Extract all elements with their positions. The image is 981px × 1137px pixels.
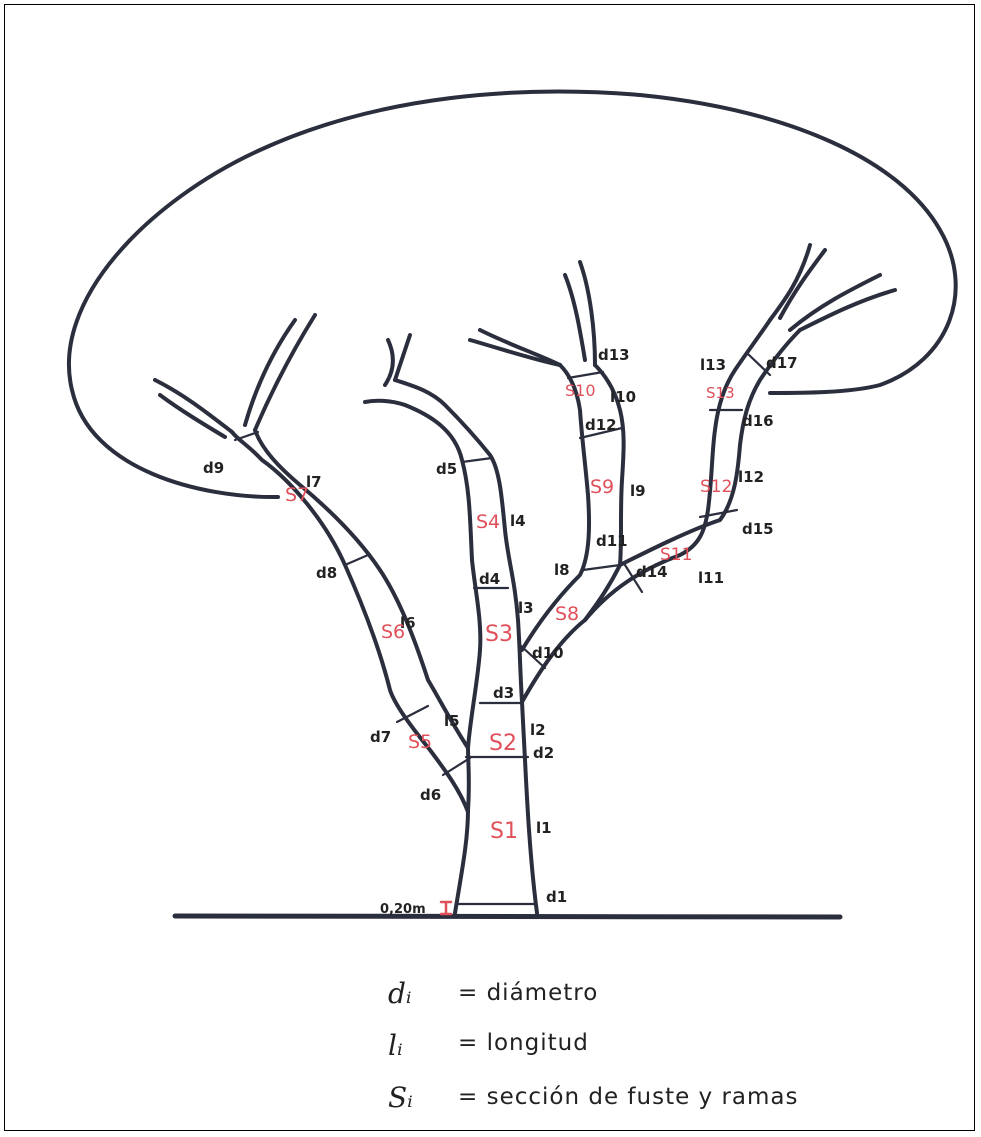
label-d7: d7 bbox=[370, 728, 391, 746]
label-l9: l9 bbox=[630, 482, 646, 500]
label-l3: l3 bbox=[518, 599, 534, 617]
label-l11: l11 bbox=[698, 569, 724, 587]
diameter-line-d5 bbox=[462, 458, 492, 462]
section-s6: S6 bbox=[381, 621, 405, 643]
label-d15: d15 bbox=[742, 520, 774, 538]
central-branch-right bbox=[395, 380, 522, 702]
legend: dᵢ = diámetro lᵢ = longitud Sᵢ = sección… bbox=[388, 977, 799, 1114]
label-d16: d16 bbox=[742, 412, 774, 430]
section-s4: S4 bbox=[476, 511, 500, 533]
label-d3: d3 bbox=[493, 684, 514, 702]
label-d6: d6 bbox=[420, 786, 441, 804]
trunk-left bbox=[455, 748, 469, 913]
right-center-twig-d bbox=[565, 275, 585, 360]
legend-l-text: = longitud bbox=[458, 1030, 589, 1056]
left-branch-outer bbox=[232, 432, 468, 812]
label-l1: l1 bbox=[536, 819, 552, 837]
label-l2: l2 bbox=[530, 721, 546, 739]
section-s2: S2 bbox=[489, 731, 517, 756]
section-s13: S13 bbox=[706, 384, 735, 402]
right-twig-c bbox=[770, 245, 810, 320]
label-l4: l4 bbox=[510, 512, 526, 530]
central-twig-a bbox=[365, 401, 405, 405]
section-s9: S9 bbox=[590, 476, 614, 498]
section-s3: S3 bbox=[485, 622, 513, 647]
label-d2: d2 bbox=[533, 744, 554, 762]
label-d13: d13 bbox=[598, 346, 630, 364]
section-s8: S8 bbox=[555, 603, 579, 625]
section-s7: S7 bbox=[285, 484, 309, 506]
right-twig-b bbox=[790, 275, 880, 330]
section-s1: S1 bbox=[490, 819, 518, 844]
diameter-line-d13 bbox=[568, 372, 603, 378]
label-height: 0,20m bbox=[380, 902, 426, 917]
section-s11: S11 bbox=[660, 545, 692, 565]
legend-s-key: Sᵢ bbox=[388, 1081, 413, 1114]
left-twig-c bbox=[245, 320, 295, 425]
legend-l-key: lᵢ bbox=[388, 1029, 403, 1062]
diameter-line-d6 bbox=[443, 758, 470, 775]
label-d17: d17 bbox=[766, 354, 798, 372]
legend-d-key: dᵢ bbox=[388, 977, 412, 1010]
central-twig-b bbox=[395, 335, 410, 380]
label-l12: l12 bbox=[738, 468, 764, 486]
label-d9: d9 bbox=[203, 459, 224, 477]
ground-line bbox=[175, 916, 840, 917]
label-d11: d11 bbox=[596, 532, 628, 550]
label-l13: l13 bbox=[700, 356, 726, 374]
label-d14: d14 bbox=[636, 563, 668, 581]
label-l8: l8 bbox=[554, 561, 570, 579]
left-twig-a bbox=[155, 380, 232, 432]
diameter-line-d11 bbox=[583, 565, 620, 570]
crown-outline bbox=[69, 92, 956, 497]
label-l5: l5 bbox=[444, 712, 460, 730]
label-d12: d12 bbox=[585, 416, 617, 434]
label-d5: d5 bbox=[436, 460, 457, 478]
legend-s-text: = sección de fuste y ramas bbox=[458, 1084, 799, 1110]
height-marker bbox=[441, 902, 451, 914]
section-s10: S10 bbox=[565, 381, 596, 400]
label-d8: d8 bbox=[316, 564, 337, 582]
diameter-line-d8 bbox=[345, 555, 368, 565]
section-s5: S5 bbox=[408, 731, 432, 753]
central-branch-left bbox=[405, 405, 480, 748]
label-d4: d4 bbox=[479, 570, 500, 588]
label-d1: d1 bbox=[546, 888, 567, 906]
label-d10: d10 bbox=[532, 644, 564, 662]
label-l10: l10 bbox=[610, 388, 636, 406]
legend-d-text: = diámetro bbox=[458, 980, 598, 1006]
central-twig-c bbox=[385, 340, 393, 385]
section-s12: S12 bbox=[700, 477, 732, 497]
